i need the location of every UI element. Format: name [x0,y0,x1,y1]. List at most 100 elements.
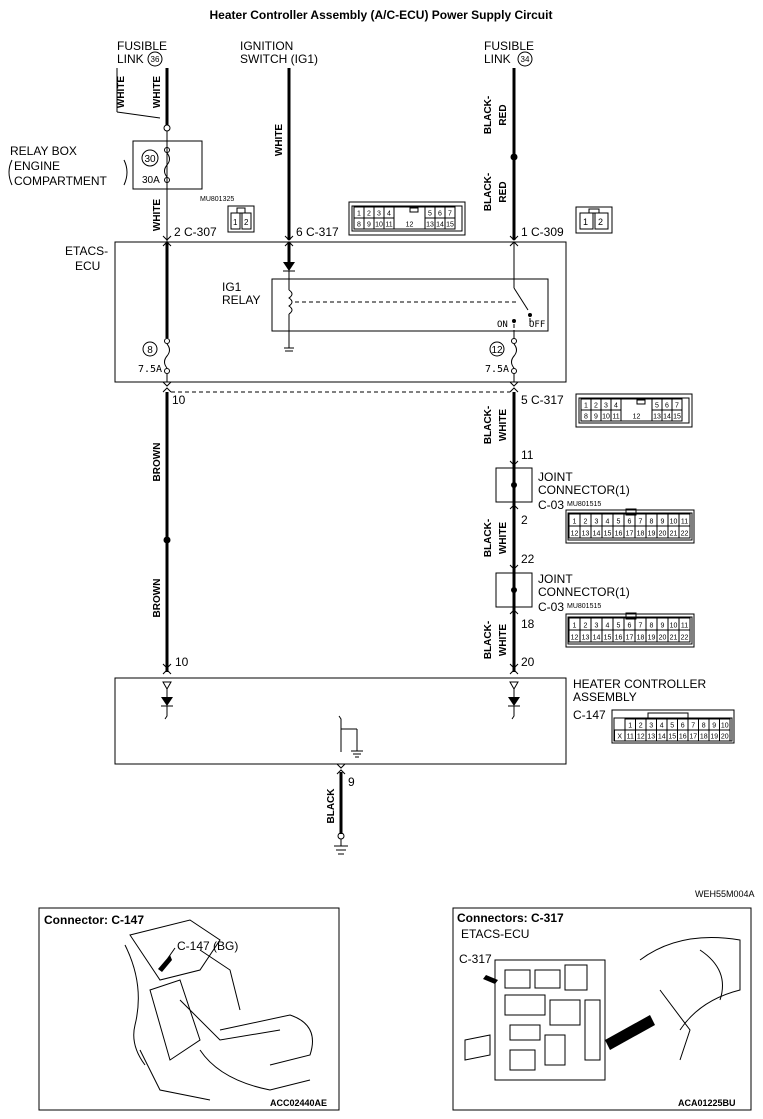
left-wire: WHITE WHITE WHITE [116,68,171,248]
pin-2: 2 [521,513,528,527]
joint-connector-1b-label: JOINT [538,572,573,586]
c317-pin: 2 [594,403,598,410]
inset-connector-c147: Connector: C-147 C-147 (BG) ACC02440AE [38,907,340,1111]
black-white-wire: BLACK- WHITE 11 JOINT CONNECTOR(1) C-03 … [483,392,630,675]
pin-2-c307: 2 C-307 [174,225,217,239]
joint-connector-pin: 17 [626,531,634,538]
c147-pin: 14 [658,734,666,741]
c317-pin: 5 [428,211,432,218]
c317-pin: 10 [602,414,610,421]
c147-pin: 3 [649,723,653,730]
c317-pin: 13 [653,414,661,421]
svg-text:RED: RED [498,104,509,125]
c317-pin: 8 [357,222,361,229]
diagram-code: WEH55M004A [695,889,755,899]
c147-pin: 10 [721,723,729,730]
joint-connector-pin: 12 [571,635,579,642]
inset-c147-code: ACC02440AE [270,1098,327,1108]
fusible-link-36-number: 36 [151,55,160,64]
c317-pin: 3 [377,211,381,218]
wire-color-white-d: WHITE [274,124,285,157]
relay-on-label: ON [497,320,508,330]
c317-pin: 14 [663,414,671,421]
svg-text:C-03: C-03 [538,498,564,512]
c317-pin: 1 [357,211,361,218]
c317-pin: 2 [367,211,371,218]
c147-pin: 4 [660,723,664,730]
relay-off-label: OFF [529,320,545,330]
diagram-title: Heater Controller Assembly (A/C-ECU) Pow… [210,8,553,22]
svg-text:LINK: LINK [484,52,511,66]
pin-5-c317: 5 C-317 [521,393,564,407]
svg-text:WHITE: WHITE [498,624,509,657]
fuse-12-amp: 7.5A [485,364,509,375]
joint-connector-pin: 5 [617,519,621,526]
joint-connector-pin: 21 [670,531,678,538]
c317-pin: 11 [385,222,392,229]
fuse-8-amp: 7.5A [138,364,162,375]
joint-connector-pin: 18 [637,635,645,642]
pin-9: 9 [348,775,355,789]
joint-connector-pin: 20 [659,531,667,538]
joint-connector-pin: 11 [681,623,688,630]
svg-text:MU801515: MU801515 [567,501,601,508]
svg-text:FUSIBLE: FUSIBLE [484,39,534,53]
etacs-output-pins: 10 5 C-317 [162,381,564,407]
c147-pin: 15 [668,734,676,741]
wire-color-brown-b: BROWN [152,579,163,618]
inset-connector-c317: Connectors: C-317 ETACS-ECU C-317 ACA012… [452,907,752,1111]
svg-text:2: 2 [244,218,249,227]
joint-connector-pin: 16 [615,635,623,642]
joint-connector-pin: 15 [604,531,612,538]
joint-connector-pin: 19 [648,635,656,642]
pin-22: 22 [521,552,535,566]
c147-pin: 18 [700,734,708,741]
joint-connector-pin: 15 [604,635,612,642]
joint-connector-pin: 16 [615,531,623,538]
svg-text:BLACK-: BLACK- [483,519,494,557]
etacs-input-pins: 2 C-307 6 C-317 1 C-309 [162,225,564,247]
c147-pin: 2 [639,723,643,730]
joint-connector-pin: 9 [661,623,665,630]
c317-pin: 4 [387,211,391,218]
svg-text:WHITE: WHITE [498,522,509,555]
c147-pin: 1 [628,723,632,730]
joint-connector-pin: 3 [595,519,599,526]
fusible-link-34-label: FUSIBLE LINK 34 [484,39,534,67]
svg-text:BLACK-: BLACK- [483,406,494,444]
pin-18: 18 [521,617,535,631]
fusible-link-34-number: 34 [521,55,530,64]
svg-text:FUSIBLE: FUSIBLE [117,39,167,53]
svg-text:BLACK-: BLACK- [483,621,494,659]
c317-pin: 10 [375,222,383,229]
joint-connector-pin: 19 [648,531,656,538]
svg-text:CONNECTOR(1): CONNECTOR(1) [538,585,630,599]
pin-11: 11 [521,448,534,462]
svg-text:ASSEMBLY: ASSEMBLY [573,690,637,704]
wire-color-brown-a: BROWN [152,443,163,482]
joint-connector-pin: 13 [582,531,590,538]
svg-text:WHITE: WHITE [498,409,509,442]
c317-pin: 1 [584,403,588,410]
c307-connector-icon: MU801325 1 2 [200,196,255,233]
etacs-ecu: ETACS- ECU 8 7.5A IG1 RELAY ON OFF [65,241,567,383]
ground-wire: 9 BLACK [326,763,355,855]
joint-connector-pin: 1 [573,519,577,526]
svg-text:BLACK-: BLACK- [483,96,494,134]
c147-pin: 13 [647,734,655,741]
c147-pin: 5 [670,723,674,730]
relay-box-label: RELAY BOX [10,144,77,158]
c147-pin: 11 [627,734,634,741]
c147-pin: 20 [721,734,729,741]
c147-pin: 16 [679,734,687,741]
heater-controller-label: HEATER CONTROLLER [573,677,706,691]
joint-connector-pin: 4 [606,519,610,526]
c317-pin: 12 [633,414,641,421]
joint-connector-pin: 22 [681,635,689,642]
svg-text:IGNITION: IGNITION [240,39,293,53]
joint-connector-pin: 7 [639,623,643,630]
